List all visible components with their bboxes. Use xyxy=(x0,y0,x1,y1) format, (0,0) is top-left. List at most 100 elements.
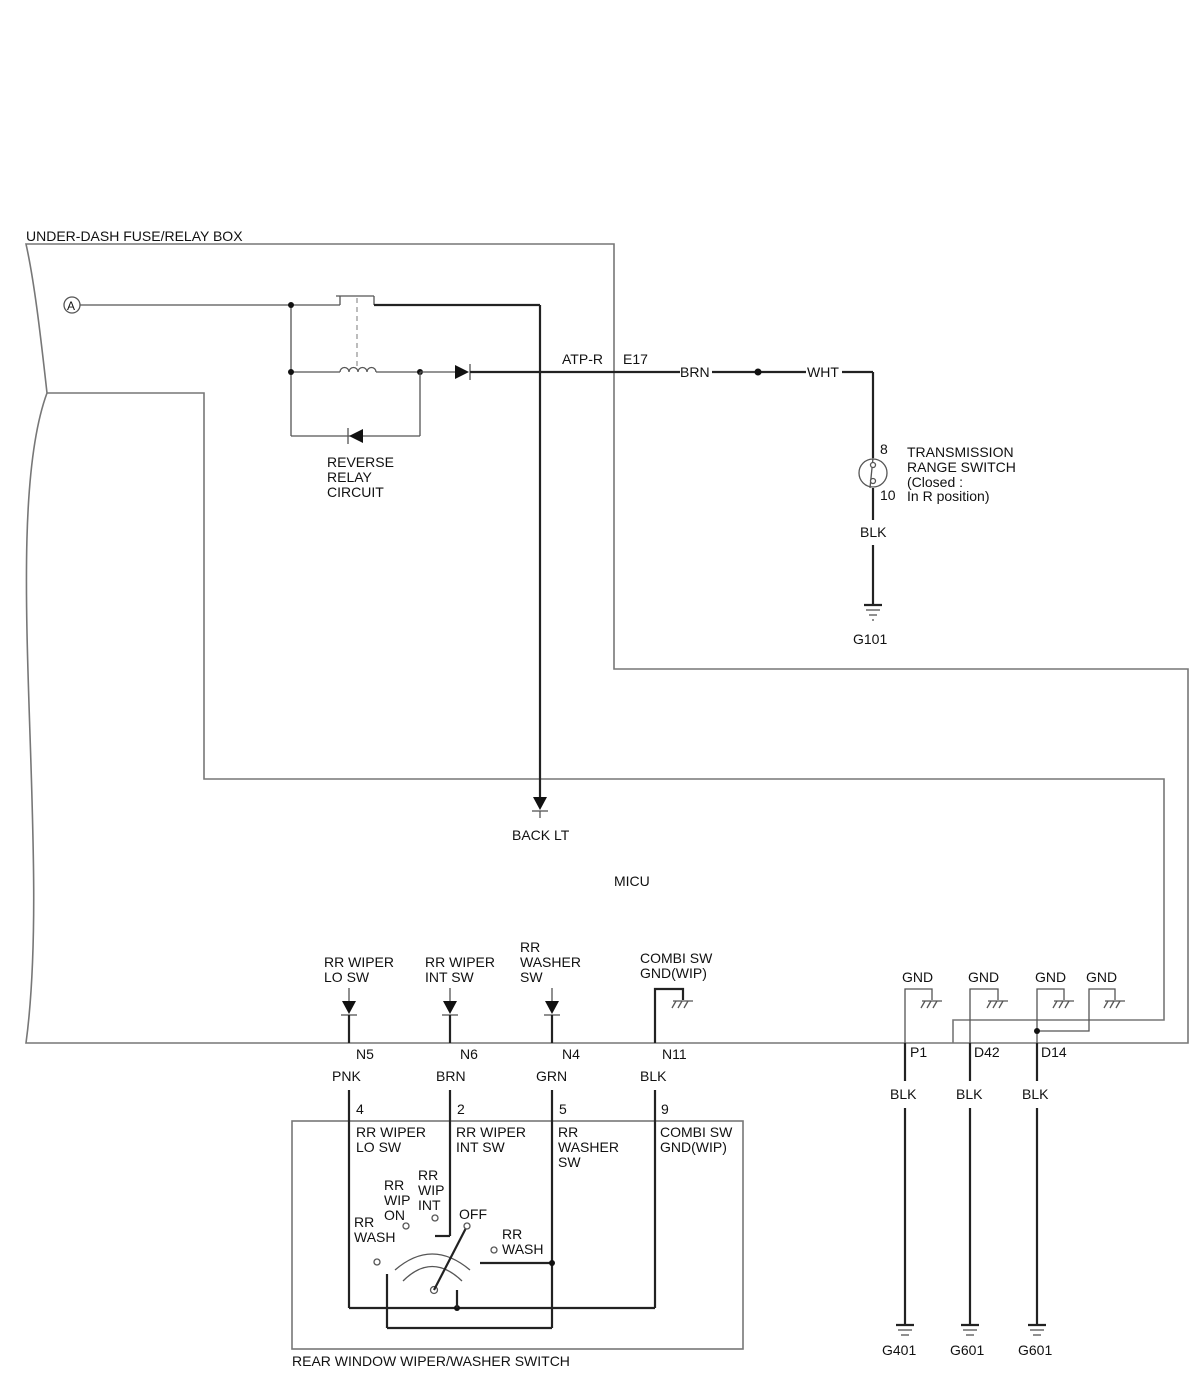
junction-dot xyxy=(549,1260,555,1266)
rr-wash-right-line-2: WASH xyxy=(502,1241,543,1257)
micu-input-label-line-2: INT SW xyxy=(425,969,475,985)
blk-wire-label: BLK xyxy=(640,1068,667,1084)
rr-wash-left-line-1: RR xyxy=(354,1214,374,1230)
rr-wash-left-line-2: WASH xyxy=(354,1229,395,1245)
gnd-label: GND xyxy=(1086,969,1117,985)
junction-dot xyxy=(288,369,294,375)
chassis-ground-icon xyxy=(671,1000,693,1009)
back-lt-label: BACK LT xyxy=(512,827,570,843)
pin-8-label: 8 xyxy=(880,441,888,457)
back-light-feed: BACK LT xyxy=(512,305,570,843)
junction-dot xyxy=(1034,1028,1040,1034)
blk-wire-label: BLK xyxy=(956,1086,983,1102)
rr-wip-on-line-2: WIP xyxy=(384,1192,410,1208)
arrow-icon xyxy=(342,1001,356,1014)
atp-r-label: ATP-R xyxy=(562,351,603,367)
wire-segment xyxy=(653,987,685,1043)
rr-wip-int-line-2: WIP xyxy=(418,1182,444,1198)
switch-terminal-label-line-2: LO SW xyxy=(356,1139,402,1155)
switch-terminal xyxy=(431,1214,439,1222)
g601-label: G601 xyxy=(950,1342,984,1358)
ground-icon xyxy=(961,1323,979,1336)
pin-2-label: 2 xyxy=(457,1101,465,1117)
switch-terminal-label-line-1: COMBI SW xyxy=(660,1124,733,1140)
switch-terminal-label-line-1: RR WIPER xyxy=(456,1124,526,1140)
fuse-relay-box-label: UNDER-DASH FUSE/RELAY BOX xyxy=(26,228,243,244)
internal-ground-wire xyxy=(1036,988,1065,1043)
switch-terminal-label-line-2: INT SW xyxy=(456,1139,506,1155)
switch-terminal-label-line-3: SW xyxy=(558,1154,581,1170)
e17-connector-label: E17 xyxy=(623,351,648,367)
grn-wire-label: GRN xyxy=(536,1068,567,1084)
switch-terminal-label-line-2: WASHER xyxy=(558,1139,619,1155)
pin-10-label: 10 xyxy=(880,487,896,503)
switch-contact-arc xyxy=(402,1266,463,1282)
pin-9-label: 9 xyxy=(661,1101,669,1117)
internal-ground-wire xyxy=(969,988,999,1043)
switch-terminal-label-line-1: RR WIPER xyxy=(356,1124,426,1140)
ground-icon xyxy=(896,1323,914,1336)
micu-input-rr-washer: RR WASHER SW N4 GRN 5 RR WASHER SW xyxy=(520,939,619,1328)
switch-terminal xyxy=(373,1258,381,1266)
pin-4-label: 4 xyxy=(356,1101,364,1117)
g101-label: G101 xyxy=(853,631,887,647)
micu-grounds: GND GND GND GND xyxy=(882,969,1125,1358)
rr-wip-int-line-1: RR xyxy=(418,1167,438,1183)
pnk-wire-label: PNK xyxy=(332,1068,361,1084)
switch-lever xyxy=(433,1227,467,1291)
rr-wip-int-line-3: INT xyxy=(418,1197,441,1213)
n4-connector-label: N4 xyxy=(562,1046,580,1062)
gnd-label: GND xyxy=(902,969,933,985)
arrow-icon xyxy=(533,797,547,810)
rr-wash-right-line-1: RR xyxy=(502,1226,522,1242)
reverse-signal-wire: ATP-R E17 BRN WHT xyxy=(470,351,875,458)
switch-note-line-1: (Closed : xyxy=(907,474,963,490)
relay-label-line-3: CIRCUIT xyxy=(327,484,384,500)
micu-input-label-line-2: GND(WIP) xyxy=(640,965,707,981)
relay-label-line-2: RELAY xyxy=(327,469,373,485)
micu-outline xyxy=(47,392,1165,1043)
micu-input-label-line-1: RR xyxy=(520,939,540,955)
micu-input-label-line-3: SW xyxy=(520,969,543,985)
internal-ground-wire xyxy=(1037,988,1116,1032)
switch-terminal xyxy=(463,1222,471,1230)
wht-wire-label: WHT xyxy=(807,364,839,380)
g401-label: G401 xyxy=(882,1342,916,1358)
micu-label: MICU xyxy=(614,873,650,889)
range-switch-terminal xyxy=(869,477,877,485)
gnd-label: GND xyxy=(1035,969,1066,985)
switch-name-line-1: TRANSMISSION xyxy=(907,444,1014,460)
relay-label-line-1: REVERSE xyxy=(327,454,394,470)
micu-input-rr-wiper-int: RR WIPER INT SW N6 BRN 2 RR WIPER INT SW xyxy=(425,954,526,1236)
blk-wire-label: BLK xyxy=(1022,1086,1049,1102)
rr-wip-on-line-3: ON xyxy=(384,1207,405,1223)
brn-wire-label: BRN xyxy=(680,364,710,380)
n11-connector-label: N11 xyxy=(662,1046,687,1062)
ground-icon xyxy=(864,603,882,621)
relay-coil xyxy=(339,366,377,373)
pin-5-label: 5 xyxy=(559,1101,567,1117)
chassis-ground-icon xyxy=(986,1000,1008,1009)
switch-contact-arc xyxy=(394,1253,471,1271)
brn-wire-label: BRN xyxy=(436,1068,466,1084)
rr-wip-on-line-1: RR xyxy=(384,1177,404,1193)
blk-wire-label: BLK xyxy=(890,1086,917,1102)
arrow-icon xyxy=(443,1001,457,1014)
junction-dot xyxy=(288,302,294,308)
micu-input-rr-wiper-lo: RR WIPER LO SW N5 PNK 4 RR WIPER LO SW xyxy=(324,954,426,1308)
fuse-relay-box-outline xyxy=(25,243,1189,1044)
chassis-ground-icon xyxy=(1103,1000,1125,1009)
switch-terminal xyxy=(402,1222,410,1230)
splice-dot xyxy=(754,368,762,376)
internal-ground-wire xyxy=(904,988,933,1043)
switch-terminal-label-line-2: GND(WIP) xyxy=(660,1139,727,1155)
switch-name-line-2: RANGE SWITCH xyxy=(907,459,1016,475)
micu-input-label-line-1: COMBI SW xyxy=(640,950,713,966)
micu-input-label-line-2: LO SW xyxy=(324,969,370,985)
n5-connector-label: N5 xyxy=(356,1046,374,1062)
d14-connector-label: D14 xyxy=(1041,1044,1067,1060)
chassis-ground-icon xyxy=(920,1000,942,1009)
n6-connector-label: N6 xyxy=(460,1046,478,1062)
diode-icon xyxy=(455,365,469,379)
gnd-label: GND xyxy=(968,969,999,985)
